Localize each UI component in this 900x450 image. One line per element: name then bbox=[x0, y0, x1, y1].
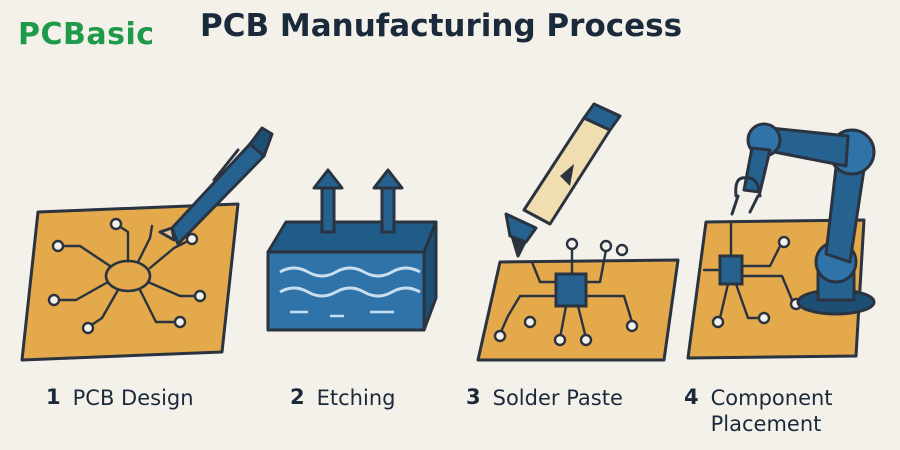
step-2: 2 Etching bbox=[290, 385, 395, 411]
step-number: 1 bbox=[46, 385, 61, 409]
pen-on-board-icon bbox=[20, 126, 274, 362]
step-number: 3 bbox=[466, 385, 481, 409]
brand-logo: PCBasic bbox=[18, 14, 155, 54]
step-3: 3 Solder Paste bbox=[466, 385, 623, 411]
solder-tube bbox=[504, 102, 622, 258]
step-4: 4 Component Placement bbox=[684, 385, 874, 437]
solder-paste-tube-icon bbox=[476, 102, 680, 362]
step-label: Solder Paste bbox=[492, 386, 623, 410]
page-title: PCB Manufacturing Process bbox=[200, 8, 683, 44]
step-label: Etching bbox=[316, 386, 396, 410]
robot-arm-icon bbox=[686, 122, 876, 360]
pen bbox=[158, 126, 274, 246]
step-1: 1 PCB Design bbox=[46, 385, 194, 411]
logo-text: PCBasic bbox=[18, 16, 155, 52]
etching-tank-icon bbox=[266, 168, 438, 332]
step-number: 4 bbox=[684, 385, 699, 409]
step-number: 2 bbox=[290, 385, 305, 409]
step-label: Component Placement bbox=[710, 386, 833, 436]
vapor-arrow-icon bbox=[312, 168, 344, 234]
vapor-arrow-icon bbox=[372, 168, 404, 234]
robot-arm bbox=[730, 122, 876, 316]
board-traces bbox=[47, 217, 207, 335]
step-label: PCB Design bbox=[72, 386, 194, 410]
